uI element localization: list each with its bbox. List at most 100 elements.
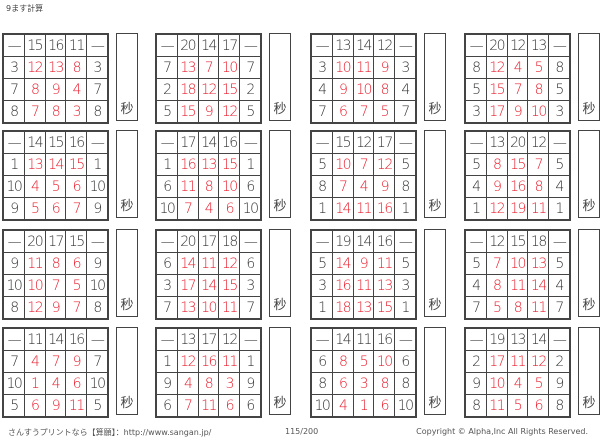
answer-cell[interactable]: 11	[197, 394, 220, 418]
answer-cell[interactable]: 5	[485, 296, 508, 320]
answer-cell[interactable]: 16	[197, 350, 220, 373]
answer-cell[interactable]: 8	[373, 78, 396, 101]
answer-cell[interactable]: 5	[506, 394, 529, 418]
answer-cell[interactable]: 9	[373, 175, 396, 198]
answer-cell[interactable]: 3	[65, 100, 88, 124]
answer-cell[interactable]: 7	[527, 153, 550, 176]
answer-cell[interactable]: 11	[527, 197, 550, 221]
answer-cell[interactable]: 15	[485, 78, 508, 101]
seconds-box[interactable]: 秒	[424, 130, 446, 218]
seconds-box[interactable]: 秒	[578, 327, 600, 415]
answer-cell[interactable]: 3	[352, 372, 375, 395]
answer-cell[interactable]: 11	[352, 274, 375, 297]
footer-site-link[interactable]: さんすうプリントなら【算願】：http://www.sangan.jp/	[8, 428, 212, 437]
answer-cell[interactable]: 15	[218, 153, 241, 176]
answer-cell[interactable]: 17	[485, 100, 508, 124]
answer-cell[interactable]: 8	[197, 175, 220, 198]
seconds-box[interactable]: 秒	[116, 130, 138, 218]
answer-cell[interactable]: 5	[23, 197, 46, 221]
answer-cell[interactable]: 7	[23, 100, 46, 124]
answer-cell[interactable]: 10	[373, 350, 396, 373]
answer-cell[interactable]: 3	[218, 372, 241, 395]
answer-cell[interactable]: 8	[197, 372, 220, 395]
answer-cell[interactable]: 6	[218, 197, 241, 221]
seconds-box[interactable]: 秒	[424, 229, 446, 317]
answer-cell[interactable]: 6	[65, 175, 88, 198]
answer-cell[interactable]: 10	[23, 274, 46, 297]
answer-cell[interactable]: 12	[176, 350, 199, 373]
seconds-box[interactable]: 秒	[116, 327, 138, 415]
answer-cell[interactable]: 6	[373, 394, 396, 418]
answer-cell[interactable]: 9	[44, 78, 67, 101]
answer-cell[interactable]: 7	[485, 252, 508, 275]
answer-cell[interactable]: 4	[65, 78, 88, 101]
answer-cell[interactable]: 9	[197, 100, 220, 124]
answer-cell[interactable]: 6	[65, 252, 88, 275]
seconds-box[interactable]: 秒	[269, 327, 291, 415]
answer-cell[interactable]: 9	[373, 56, 396, 79]
answer-cell[interactable]: 14	[197, 274, 220, 297]
answer-cell[interactable]: 9	[44, 296, 67, 320]
answer-cell[interactable]: 11	[527, 296, 550, 320]
answer-cell[interactable]: 10	[331, 153, 354, 176]
seconds-box[interactable]: 秒	[578, 33, 600, 121]
answer-cell[interactable]: 7	[352, 153, 375, 176]
answer-cell[interactable]: 19	[506, 197, 529, 221]
answer-cell[interactable]: 10	[506, 252, 529, 275]
answer-cell[interactable]: 15	[218, 274, 241, 297]
seconds-box[interactable]: 秒	[578, 130, 600, 218]
answer-cell[interactable]: 8	[506, 296, 529, 320]
answer-cell[interactable]: 1	[352, 394, 375, 418]
answer-cell[interactable]: 14	[527, 274, 550, 297]
answer-cell[interactable]: 14	[331, 252, 354, 275]
answer-cell[interactable]: 10	[485, 372, 508, 395]
answer-cell[interactable]: 1	[23, 372, 46, 395]
answer-cell[interactable]: 6	[218, 394, 241, 418]
answer-cell[interactable]: 14	[44, 153, 67, 176]
answer-cell[interactable]: 12	[527, 350, 550, 373]
answer-cell[interactable]: 7	[65, 296, 88, 320]
answer-cell[interactable]: 12	[373, 153, 396, 176]
seconds-box[interactable]: 秒	[424, 33, 446, 121]
answer-cell[interactable]: 4	[176, 372, 199, 395]
answer-cell[interactable]: 13	[197, 153, 220, 176]
answer-cell[interactable]: 8	[373, 372, 396, 395]
answer-cell[interactable]: 4	[506, 372, 529, 395]
answer-cell[interactable]: 11	[506, 274, 529, 297]
answer-cell[interactable]: 4	[23, 175, 46, 198]
answer-cell[interactable]: 4	[197, 197, 220, 221]
answer-cell[interactable]: 14	[331, 197, 354, 221]
answer-cell[interactable]: 8	[331, 350, 354, 373]
answer-cell[interactable]: 7	[65, 197, 88, 221]
seconds-box[interactable]: 秒	[578, 229, 600, 317]
seconds-box[interactable]: 秒	[116, 229, 138, 317]
answer-cell[interactable]: 9	[65, 350, 88, 373]
answer-cell[interactable]: 14	[176, 252, 199, 275]
answer-cell[interactable]: 9	[331, 78, 354, 101]
answer-cell[interactable]: 6	[23, 394, 46, 418]
answer-cell[interactable]: 4	[44, 372, 67, 395]
answer-cell[interactable]: 11	[485, 394, 508, 418]
answer-cell[interactable]: 16	[176, 153, 199, 176]
answer-cell[interactable]: 10	[352, 78, 375, 101]
answer-cell[interactable]: 7	[197, 56, 220, 79]
answer-cell[interactable]: 8	[485, 153, 508, 176]
answer-cell[interactable]: 8	[44, 252, 67, 275]
answer-cell[interactable]: 6	[44, 197, 67, 221]
answer-cell[interactable]: 16	[506, 175, 529, 198]
answer-cell[interactable]: 9	[352, 252, 375, 275]
answer-cell[interactable]: 7	[506, 78, 529, 101]
answer-cell[interactable]: 7	[176, 394, 199, 418]
answer-cell[interactable]: 9	[44, 394, 67, 418]
seconds-box[interactable]: 秒	[269, 130, 291, 218]
answer-cell[interactable]: 13	[176, 56, 199, 79]
answer-cell[interactable]: 6	[527, 394, 550, 418]
answer-cell[interactable]: 7	[44, 350, 67, 373]
answer-cell[interactable]: 10	[527, 100, 550, 124]
answer-cell[interactable]: 11	[373, 252, 396, 275]
answer-cell[interactable]: 8	[485, 274, 508, 297]
answer-cell[interactable]: 5	[527, 56, 550, 79]
answer-cell[interactable]: 4	[352, 175, 375, 198]
answer-cell[interactable]: 12	[218, 100, 241, 124]
answer-cell[interactable]: 10	[331, 56, 354, 79]
